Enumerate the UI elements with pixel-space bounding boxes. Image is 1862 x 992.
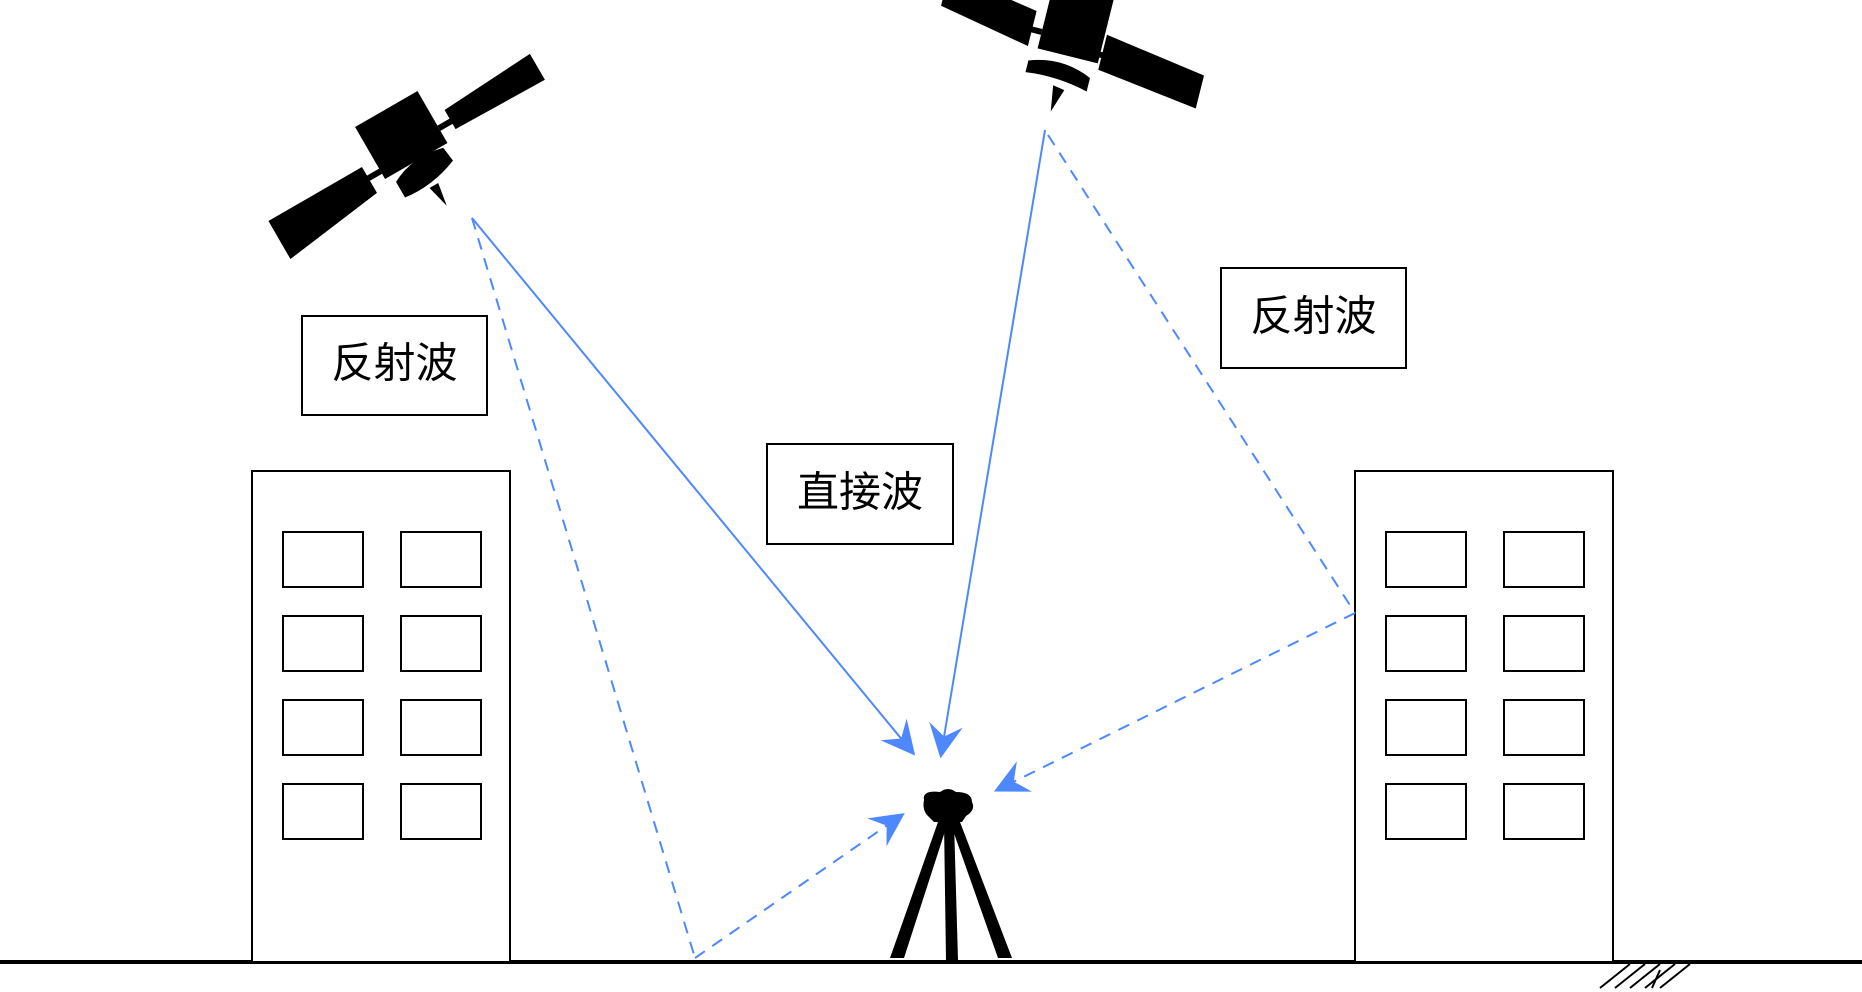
receiver-tripod-icon — [890, 789, 1012, 960]
satellite-right-icon — [941, 0, 1204, 112]
reflected-path-left-bounce — [694, 813, 905, 959]
direct-path-left — [471, 217, 916, 756]
signal-paths — [471, 129, 1356, 959]
label-reflected-left: 反射波 — [331, 339, 457, 388]
label-reflected-right: 反射波 — [1250, 292, 1376, 341]
satellite-left-icon — [268, 53, 545, 260]
reflected-path-right-incoming — [1047, 134, 1356, 614]
direct-path-right — [929, 129, 1046, 759]
building-right — [1354, 470, 1614, 963]
label-box-reflected-left: 反射波 — [301, 315, 488, 416]
label-direct: 直接波 — [797, 468, 923, 517]
reflected-path-left-incoming — [471, 217, 696, 959]
label-box-reflected-right: 反射波 — [1220, 267, 1407, 369]
reflected-path-right-bounce — [993, 612, 1356, 792]
label-box-direct: 直接波 — [766, 443, 954, 545]
building-left — [251, 470, 511, 963]
ground-hatch — [1599, 963, 1691, 989]
